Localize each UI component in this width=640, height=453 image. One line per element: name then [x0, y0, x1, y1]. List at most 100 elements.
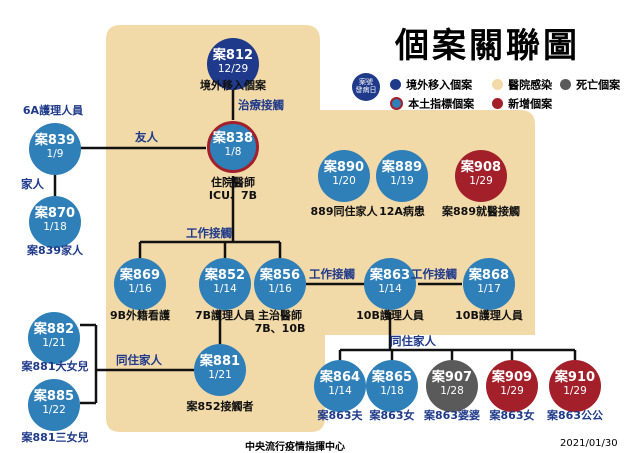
case-number: 案864 — [319, 370, 361, 385]
legend-label-import: 境外移入個案 — [406, 78, 473, 92]
onset-date: 1/28 — [440, 385, 464, 397]
case-label-863: 10B護理人員 — [356, 309, 424, 322]
onset-date: 1/21 — [208, 369, 232, 381]
connector-lines — [53, 66, 577, 405]
case-label-882: 案881大女兒 — [21, 360, 89, 373]
case-number: 案812 — [212, 48, 254, 63]
legend-item-local: 本土指標個案 — [390, 93, 474, 112]
case-number: 案909 — [491, 370, 533, 385]
onset-date: 1/21 — [42, 337, 66, 349]
case-label-865: 案863女 — [369, 409, 415, 422]
case-label-852: 7B護理人員 — [194, 309, 256, 322]
case-label-889: 12A病患 — [379, 205, 425, 218]
hospital-swatch-icon — [492, 79, 503, 90]
onset-date: 1/29 — [563, 385, 587, 397]
case-number: 案907 — [431, 370, 473, 385]
case-label-856: 主治醫師 7B、10B — [254, 309, 306, 335]
edge-label-work-3: 工作接觸 — [411, 267, 457, 281]
onset-date: 1/29 — [500, 385, 524, 397]
edge-label-cohabit-2: 同住家人 — [116, 353, 162, 367]
case-number: 案885 — [33, 389, 75, 404]
case-number: 案838 — [212, 131, 254, 146]
edge-label-family: 家人 — [21, 177, 44, 191]
footer-date: 2021/01/30 — [560, 438, 618, 449]
footer-source: 中央流行疫情指揮中心 — [245, 442, 345, 453]
dead-swatch-icon — [560, 79, 571, 90]
case-label-907: 案863婆婆 — [424, 409, 480, 422]
onset-date: 1/16 — [268, 283, 292, 295]
legend-label-new: 新增個案 — [508, 97, 553, 111]
case-label-864: 案863夫 — [317, 409, 363, 422]
legend-sample-date: 發病日 — [355, 86, 377, 94]
hospital-area — [106, 25, 535, 432]
case-number: 案865 — [371, 370, 413, 385]
case-number: 案856 — [259, 268, 301, 283]
legend-label-local: 本土指標個案 — [408, 97, 475, 111]
case-label-838: 住院醫師 ICU、7B — [208, 176, 258, 202]
case-label-909: 案863女 — [489, 409, 535, 422]
edge-label-friend: 友人 — [135, 130, 158, 144]
case-number: 案910 — [554, 370, 596, 385]
onset-date: 1/14 — [378, 283, 402, 295]
case-number: 案890 — [323, 160, 365, 175]
case-label-885: 案881三女兒 — [21, 431, 89, 444]
local-swatch-icon — [390, 97, 403, 110]
onset-date: 1/17 — [477, 283, 501, 295]
case-number: 案908 — [460, 160, 502, 175]
legend-item-hospital: 醫院感染 — [492, 74, 552, 93]
new-swatch-icon — [492, 98, 503, 109]
case-number: 案870 — [34, 206, 76, 221]
onset-date: 1/20 — [332, 175, 356, 187]
onset-date: 1/16 — [128, 283, 152, 295]
case-number: 案881 — [199, 354, 241, 369]
legend-item-dead: 死亡個案 — [560, 74, 620, 93]
case-label-890: 889同住家人 — [310, 205, 378, 218]
case-label-881: 案852接觸者 — [186, 400, 254, 413]
legend-label-hospital: 醫院感染 — [508, 78, 553, 92]
case-number: 案882 — [33, 322, 75, 337]
page-title: 個案關聯圖 — [395, 26, 580, 66]
legend-item-new: 新增個案 — [492, 93, 552, 112]
legend-label-dead: 死亡個案 — [576, 78, 621, 92]
onset-date: 1/8 — [224, 146, 242, 158]
onset-date: 1/18 — [43, 221, 67, 233]
case-label-870: 案839家人 — [27, 244, 83, 257]
onset-date: 1/14 — [328, 385, 352, 397]
onset-date: 1/18 — [380, 385, 404, 397]
case-label-910: 案863公公 — [547, 409, 603, 422]
case-number: 案863 — [369, 268, 411, 283]
edge-label-work-1: 工作接觸 — [186, 226, 232, 240]
case-number: 案852 — [204, 268, 246, 283]
case-number: 案869 — [119, 268, 161, 283]
onset-date: 1/22 — [42, 404, 66, 416]
legend: 案號 發病日 境外移入個案 醫院感染 死亡個案 本土指標個案 新增個案 — [352, 73, 632, 113]
case-number: 案889 — [381, 160, 423, 175]
onset-date: 1/9 — [46, 148, 64, 160]
case-label-869: 9B外籍看護 — [109, 309, 171, 322]
case-label-839: 6A護理人員 — [22, 104, 84, 117]
legend-item-import: 境外移入個案 — [390, 74, 472, 93]
case-label-868: 10B護理人員 — [455, 309, 523, 322]
case-label-908: 案889就醫接觸 — [442, 205, 520, 218]
case-number: 案839 — [34, 133, 76, 148]
onset-date: 12/29 — [217, 63, 249, 75]
